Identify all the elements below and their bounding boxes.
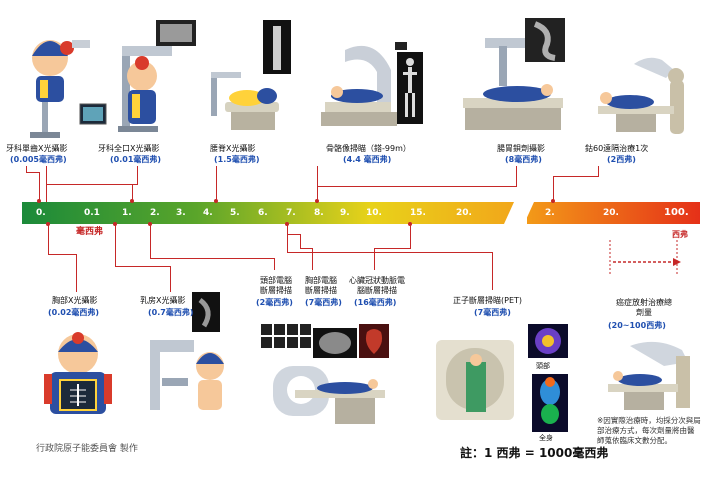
- dose-chest-xray: (0.02毫西弗): [48, 308, 100, 317]
- label-chest-xray: 胸部X光攝影: [52, 296, 98, 305]
- mammography-illustration: [150, 292, 224, 410]
- tick-20: 20.: [456, 208, 472, 218]
- label-cobalt60: 鈷60遠隔治療1次: [585, 144, 649, 153]
- label-dental-single: 牙科單齒X光攝影: [6, 144, 68, 153]
- dose-radiotherapy: (20~100西弗): [608, 321, 666, 330]
- footnote-text: ※因實際治療時，均採分次與局部治療方式，每次劑量將由醫師蒐依臨床文數分配。: [597, 416, 701, 445]
- dose-head-ct: (2毫西弗): [256, 298, 293, 307]
- pet-body-label: 全身: [539, 434, 553, 442]
- dose-bone-scan: (4.4 毫西弗): [343, 155, 392, 164]
- tick-9: 9.: [340, 208, 350, 218]
- dose-cobalt60: (2西弗): [607, 155, 636, 164]
- lumbar-spine-xray-illustration: [211, 20, 291, 130]
- label-lumbar-spine: 腰脊X光攝影: [210, 144, 256, 153]
- dose-pet: (7毫西弗): [474, 308, 511, 317]
- dose-chest-ct: (7毫西弗): [305, 298, 342, 307]
- tick-5: 5.: [230, 208, 240, 218]
- tick-2: 2.: [150, 208, 160, 218]
- tick-0-1: 0.1: [84, 208, 100, 218]
- dose-cardiac-ct: (16毫西弗): [354, 298, 397, 307]
- chest-xray-illustration: [44, 332, 112, 414]
- tick-1: 1.: [122, 208, 132, 218]
- pet-scan-illustration: [436, 324, 568, 432]
- tick-right-100: 100.: [664, 207, 689, 218]
- dose-scale-bar: [22, 202, 700, 224]
- label-pet: 正子斷層掃瞄(PET): [453, 296, 523, 305]
- credit-text: 行政院原子能委員會 製作: [36, 444, 138, 454]
- tick-right-20: 20.: [603, 208, 619, 218]
- therapy-range-arrow: [609, 240, 681, 276]
- dose-lumbar-spine: (1.5毫西弗): [214, 155, 260, 164]
- dental-panoramic-illustration: [118, 20, 196, 132]
- bone-scan-illustration: [321, 42, 423, 126]
- tick-8: 8.: [314, 208, 324, 218]
- label-mammography: 乳房X光攝影: [140, 296, 186, 305]
- dental-single-xray-illustration: [30, 40, 107, 138]
- tick-3: 3.: [176, 208, 186, 218]
- tick-6: 6.: [258, 208, 268, 218]
- label-bone-scan: 骨骼像掃瞄（鎝-99m）: [326, 144, 411, 153]
- label-radiotherapy: 癌症放射治療總劑量: [616, 298, 672, 317]
- dose-mammography: (0.7毫西弗): [148, 308, 194, 317]
- tick-10: 10.: [366, 208, 382, 218]
- dose-barium-gi: (8毫西弗): [505, 155, 542, 164]
- label-head-ct: 頭部電腦斷層掃描: [260, 276, 292, 295]
- tick-7: 7.: [286, 208, 296, 218]
- tick-0: 0.: [36, 208, 46, 218]
- unit-conversion-note: 註：1 西弗 = 1000毫西弗: [460, 446, 609, 460]
- scale-unit-mSv: 毫西弗: [76, 227, 104, 237]
- pet-head-label: 頭部: [536, 362, 550, 370]
- radiotherapy-illustration: [608, 341, 690, 410]
- tick-right-2: 2.: [545, 208, 555, 218]
- dose-dental-panoramic: (0.01毫西弗): [110, 155, 162, 164]
- barium-gi-illustration: [463, 18, 565, 130]
- cobalt60-therapy-illustration: [598, 57, 684, 134]
- label-dental-panoramic: 牙科全口X光攝影: [98, 144, 160, 153]
- label-barium-gi: 腸胃鋇劑攝影: [497, 144, 545, 153]
- scale-unit-Sv: 西弗: [672, 230, 688, 239]
- ct-scan-illustration: [261, 324, 389, 424]
- dose-dental-single: (0.005毫西弗): [10, 155, 67, 164]
- label-chest-ct: 胸部電腦斷層掃描: [305, 276, 337, 295]
- label-cardiac-ct: 心臟冠狀動脈電腦斷層掃描: [349, 276, 405, 295]
- tick-4: 4.: [203, 208, 213, 218]
- tick-15: 15.: [410, 208, 426, 218]
